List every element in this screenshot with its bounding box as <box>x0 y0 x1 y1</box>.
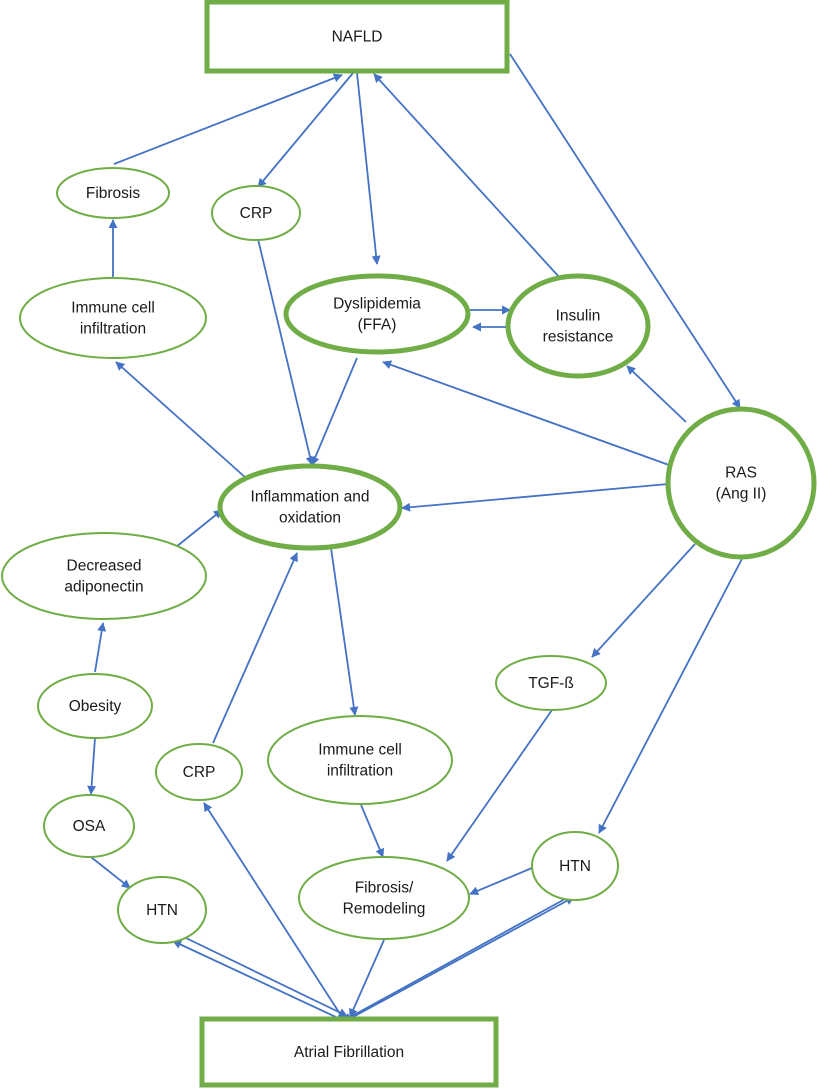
arrow-nafld-dys <box>356 72 381 265</box>
node-shape <box>298 856 470 940</box>
node-label: Fibrosis/ <box>355 880 414 897</box>
node-nafld: NAFLD <box>204 0 510 74</box>
node-shape <box>495 655 607 711</box>
arrow-adi-infl <box>175 509 223 548</box>
arrow-fib-nafld <box>113 73 343 165</box>
node-fibrosis-remodeling: Fibrosis/Remodeling <box>298 856 470 940</box>
node-label: infiltration <box>80 321 146 338</box>
node-htn-left: HTN <box>117 876 207 944</box>
arrow-dys-infl <box>310 357 358 466</box>
node-shape <box>117 876 207 944</box>
node-shape <box>204 0 510 74</box>
node-htn-right: HTN <box>531 831 619 901</box>
node-fibrosis: Fibrosis <box>56 167 170 219</box>
node-label: Immune cell <box>318 742 402 759</box>
node-shape <box>37 673 153 739</box>
node-inflammation: Inflammation and oxidation <box>217 463 403 551</box>
arrow-htnr-af <box>342 898 566 1022</box>
arrow-immmid-fibrem <box>360 804 384 858</box>
node-label: (Ang II) <box>716 486 767 503</box>
node-shape <box>217 463 403 551</box>
node-shape <box>1 532 207 620</box>
arrow-ras-htnr <box>598 552 746 834</box>
arrow-ob-adi <box>94 622 107 673</box>
node-shape <box>19 277 207 359</box>
node-label: Insulin <box>556 308 601 325</box>
node-shape <box>665 406 817 560</box>
node-label: CRP <box>240 205 273 222</box>
arrow-ins-nafld <box>373 73 561 279</box>
node-label: Remodeling <box>343 901 426 918</box>
node-osa: OSA <box>43 794 135 858</box>
node-label: Fibrosis <box>86 185 141 202</box>
arrow-osa-htnl <box>90 856 131 889</box>
node-label: infiltration <box>327 763 393 780</box>
node-label: NAFLD <box>332 29 383 46</box>
node-shape <box>505 273 651 379</box>
node-af: Atrial Fibrillation <box>199 1016 499 1088</box>
node-shape <box>267 715 453 805</box>
node-label: HTN <box>559 858 591 875</box>
arrow-af-htnr <box>352 896 575 1018</box>
arrow-ob-osa <box>87 737 97 795</box>
arrow-ras-ins <box>626 365 687 423</box>
node-shape <box>199 1016 499 1088</box>
arrow-tgf-fibrem <box>446 709 553 862</box>
node-label: Obesity <box>69 698 122 715</box>
arrow-nafld-crptop <box>257 72 354 188</box>
arrow-crpb-infl <box>212 552 298 744</box>
arrow-af-crpb <box>203 802 343 1018</box>
arrow-ras-tgf <box>591 543 696 658</box>
node-obesity: Obesity <box>37 673 153 739</box>
node-immune-top: Immune cell infiltration <box>19 277 207 359</box>
node-label: Immune cell <box>71 300 155 317</box>
arrow-htnr-fibrem <box>469 867 533 896</box>
node-adiponectin: Decreased adiponectin <box>1 532 207 620</box>
node-label: (FFA) <box>358 317 397 334</box>
node-immune-mid: Immune cell infiltration <box>267 715 453 805</box>
node-insulin: Insulin resistance <box>505 273 651 379</box>
node-label: adiponectin <box>64 579 143 596</box>
node-shape <box>283 273 471 355</box>
node-shape <box>531 831 619 901</box>
node-shape <box>155 743 243 801</box>
node-label: resistance <box>543 329 614 346</box>
node-label: Atrial Fibrillation <box>294 1044 404 1061</box>
node-tgf: TGF-ß <box>495 655 607 711</box>
node-shape <box>56 167 170 219</box>
node-label: CRP <box>183 764 216 781</box>
node-label: HTN <box>146 902 178 919</box>
node-ras: RAS (Ang II) <box>665 406 817 560</box>
arrow-fibrem-af <box>349 939 385 1018</box>
node-label: TGF-ß <box>528 675 574 692</box>
node-label: OSA <box>73 818 106 835</box>
arrow-nafld-ras <box>509 53 741 409</box>
node-label: RAS <box>725 465 757 482</box>
edges <box>87 53 746 1022</box>
node-crp-bottom: CRP <box>155 743 243 801</box>
node-label: oxidation <box>279 510 341 527</box>
arrow-infl-immmid <box>330 547 359 716</box>
arrow-htnl-af <box>185 937 348 1017</box>
node-crp-top: CRP <box>211 185 301 241</box>
arrow-crp-infl <box>257 238 315 466</box>
arrow-ras-infl <box>401 483 669 512</box>
node-label: Inflammation and <box>251 489 370 506</box>
node-dyslipidemia: Dyslipidemia (FFA) <box>283 273 471 355</box>
node-label: Decreased <box>67 558 142 575</box>
arrow-ras-dys <box>382 360 670 466</box>
node-shape <box>43 794 135 858</box>
node-shape <box>211 185 301 241</box>
node-label: Dyslipidemia <box>333 296 421 313</box>
arrow-af-htnl <box>172 940 339 1019</box>
arrow-infl-imm <box>115 361 247 479</box>
